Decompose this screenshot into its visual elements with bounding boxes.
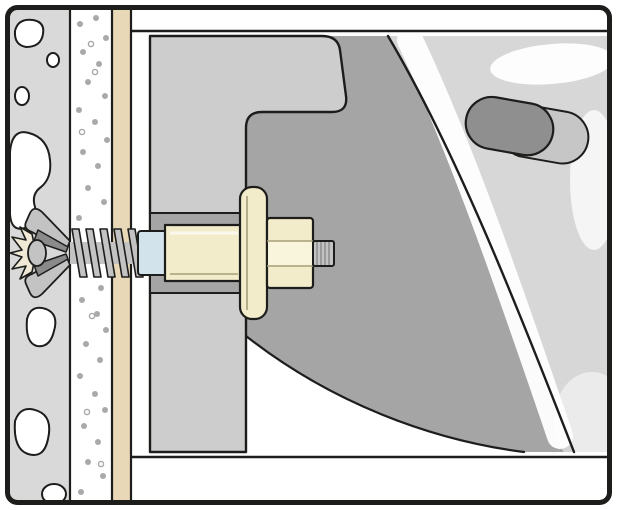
wall-void <box>46 52 60 68</box>
stipple-dot <box>98 285 104 291</box>
stipple-dot <box>77 21 83 27</box>
hollow-wedge-outline <box>244 334 526 454</box>
stipple-dot <box>95 163 101 169</box>
stipple-dot <box>80 149 86 155</box>
basin-highlight-band <box>397 27 573 449</box>
stipple-dot <box>93 15 99 21</box>
stipple-dot <box>92 119 98 125</box>
anchor-tip <box>9 226 37 280</box>
stipple-dot <box>102 93 108 99</box>
spacer-sleeve <box>163 223 244 283</box>
stud-body <box>312 240 335 267</box>
stipple-dot <box>101 199 107 205</box>
thread-tooth <box>99 228 116 278</box>
basin-highlight-top <box>490 43 609 85</box>
anchor-leg-upper <box>24 207 71 252</box>
thread-tooth <box>71 228 88 278</box>
stipple-dot-light <box>97 460 105 468</box>
wall-void <box>41 483 67 502</box>
stipple-dot <box>102 407 108 413</box>
wall-void <box>13 408 51 456</box>
flange-body <box>238 185 269 321</box>
stipple-dot-light <box>78 128 86 136</box>
nut-middle-facet <box>268 241 312 266</box>
basin-highlight-bottom <box>554 372 609 468</box>
hex-nut <box>265 216 315 290</box>
stipple-dot-light <box>87 40 95 48</box>
wall-void <box>25 306 57 348</box>
flange-washer <box>238 185 269 321</box>
wall-void <box>9 131 52 230</box>
mounting-hole-opening <box>464 95 555 157</box>
screw-thread-in-wall <box>70 228 144 278</box>
stipple-dot <box>85 459 91 465</box>
thread-tooth <box>85 228 102 278</box>
stipple-dot <box>76 107 82 113</box>
stipple-dot <box>80 49 86 55</box>
anchor-collar <box>137 230 168 276</box>
anchor-leg-hub <box>27 239 47 267</box>
thread-tooth <box>113 228 130 278</box>
fixture-hollow-wedge <box>246 336 524 452</box>
stipple-dot <box>92 391 98 397</box>
basin-curve-outline <box>386 34 576 454</box>
stipple-dot <box>79 297 85 303</box>
stipple-dot <box>85 79 91 85</box>
anchor-expansion-legs <box>24 207 71 299</box>
wall-void <box>14 86 30 106</box>
stipple-dot <box>81 423 87 429</box>
stipple-dot <box>83 341 89 347</box>
stipple-dot <box>77 373 83 379</box>
wall-void <box>13 18 45 48</box>
stipple-dot-light <box>88 312 96 320</box>
stipple-dot-light <box>91 68 99 76</box>
ceramic-mounting-hole <box>464 95 590 165</box>
stipple-dot <box>103 35 109 41</box>
diagram-frame-border <box>5 5 612 505</box>
stipple-dot <box>96 61 102 67</box>
stipple-dot <box>95 439 101 445</box>
stipple-dot-light <box>83 408 91 416</box>
stipple-dot <box>104 137 110 143</box>
stipple-dot <box>78 489 84 495</box>
threaded-stud-end <box>312 240 335 267</box>
stipple-dot <box>94 311 100 317</box>
stipple-dot <box>76 215 82 221</box>
stipple-dot <box>85 185 91 191</box>
anchor-leg-lower <box>24 254 71 299</box>
stipple-dot <box>100 473 106 479</box>
anchor-assembly <box>9 185 335 321</box>
mounting-boss <box>148 34 348 454</box>
stipple-dot <box>97 357 103 363</box>
stipple-dot <box>103 327 109 333</box>
